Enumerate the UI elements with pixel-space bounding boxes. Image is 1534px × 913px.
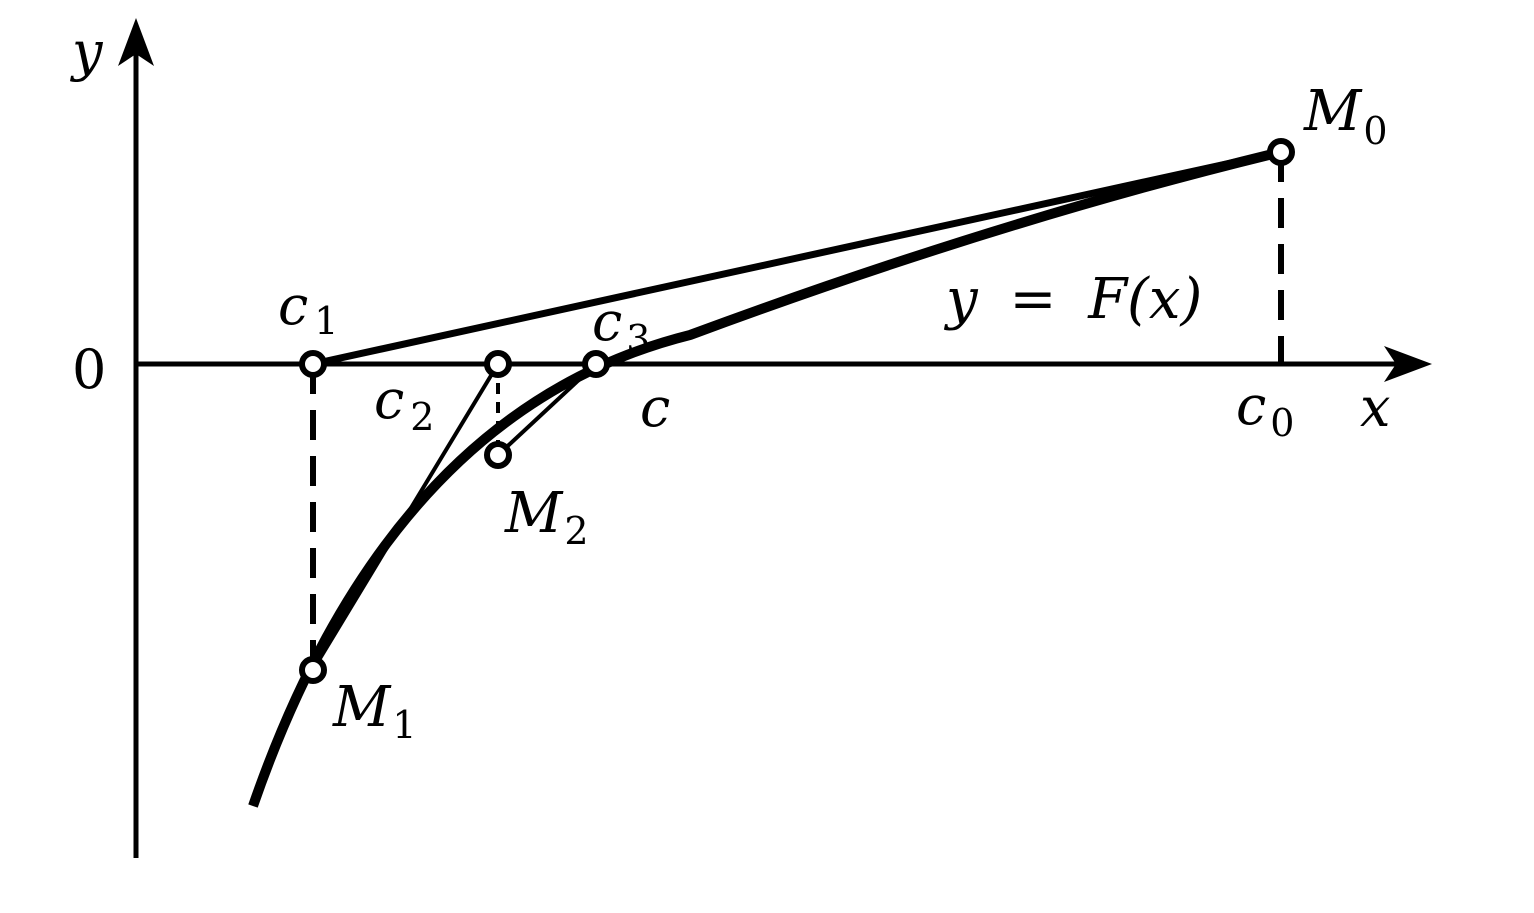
label-M2: M2 xyxy=(504,481,589,553)
label-M0: M0 xyxy=(1303,79,1388,153)
label-c0-base: c xyxy=(1236,374,1266,437)
function-label-rhs: F(x) xyxy=(1087,267,1202,332)
x-axis-arrowhead xyxy=(1384,346,1432,382)
label-M0-sub: 0 xyxy=(1363,109,1387,153)
label-c3-sub: 3 xyxy=(626,317,650,361)
point-M2 xyxy=(484,441,512,469)
x-axis-label: x xyxy=(1360,376,1390,439)
label-root-c: c xyxy=(640,376,670,439)
function-label: y = F(x) xyxy=(943,267,1202,332)
point-c2 xyxy=(484,350,512,378)
y-axis-label: y xyxy=(70,20,104,83)
label-M2-sub: 2 xyxy=(564,509,588,553)
point-c3 xyxy=(582,350,610,378)
function-label-eq: = xyxy=(1009,267,1056,332)
label-M1: M1 xyxy=(332,675,417,747)
label-M1-base: M xyxy=(332,675,392,740)
point-M1 xyxy=(299,656,327,684)
label-M1-sub: 1 xyxy=(392,703,416,747)
y-axis-arrowhead xyxy=(118,18,154,66)
tangent-M1-c2 xyxy=(311,362,500,672)
label-c1-sub: 1 xyxy=(314,299,338,343)
label-M0-base: M xyxy=(1303,79,1363,144)
point-M0 xyxy=(1267,138,1295,166)
tangent-M2-c3 xyxy=(496,362,598,457)
label-M2-base: M xyxy=(504,481,564,546)
label-c1-base: c xyxy=(278,274,308,337)
label-c2-sub: 2 xyxy=(410,395,434,439)
label-c2-base: c xyxy=(374,368,404,431)
points xyxy=(299,138,1295,684)
label-c3-base: c xyxy=(592,290,622,353)
chord-c1-M0 xyxy=(312,148,1282,368)
point-c1 xyxy=(299,350,327,378)
origin-label: 0 xyxy=(72,338,106,401)
function-curve xyxy=(248,147,1283,808)
axes xyxy=(133,50,1400,858)
function-label-lhs: y xyxy=(943,267,979,332)
label-c0-sub: 0 xyxy=(1270,401,1294,445)
